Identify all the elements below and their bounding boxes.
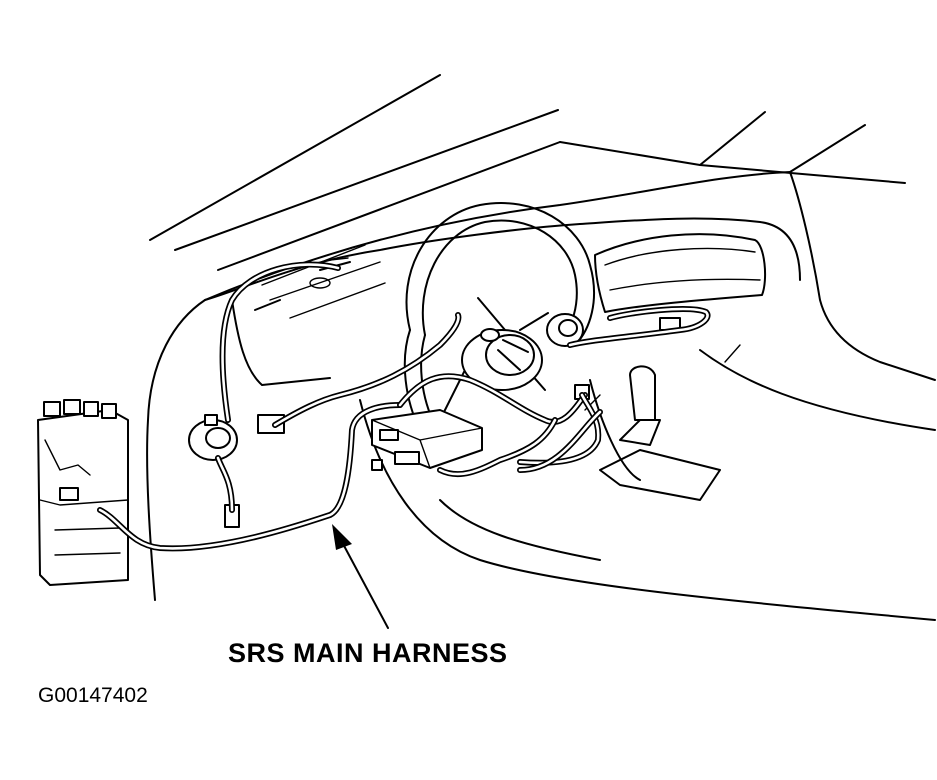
srs-main-harness-wires [97,261,711,552]
left-connector [188,414,285,528]
passenger-airbag-module [594,233,767,313]
gear-shifter [599,365,721,501]
right-connector [546,313,681,400]
dashboard [146,171,936,621]
fuse-box [37,399,129,586]
srs-main-harness-label: SRS MAIN HARNESS [228,638,508,668]
steering-hub [461,328,543,391]
windshield-lines [149,74,906,271]
callout-arrow [332,524,389,629]
srs-unit [371,409,483,471]
figure-id: G00147402 [38,684,148,707]
